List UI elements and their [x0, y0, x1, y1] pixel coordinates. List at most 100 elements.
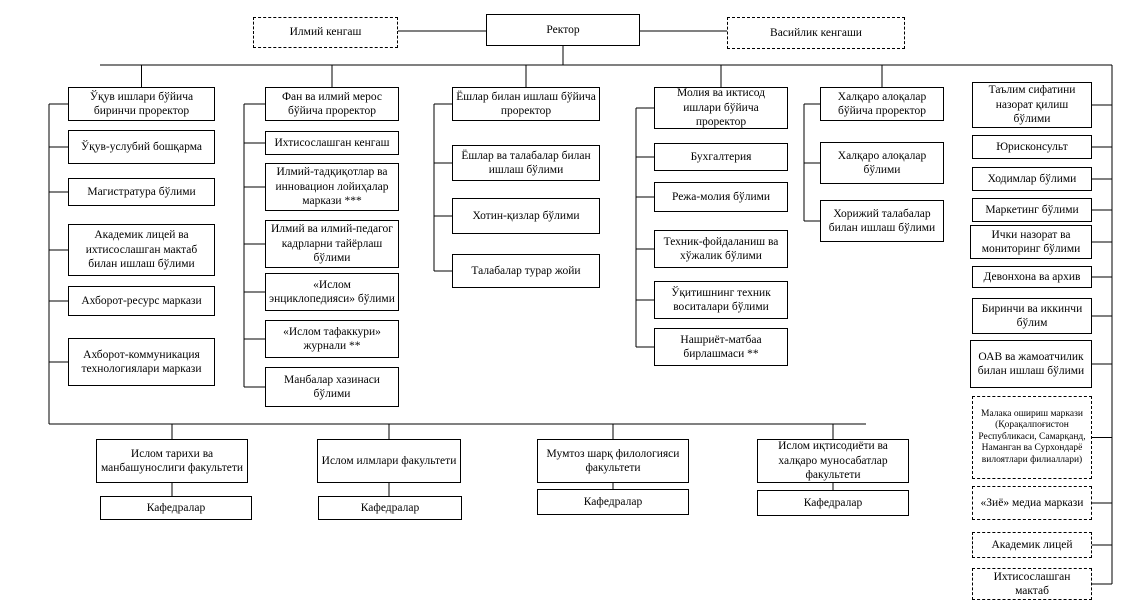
prorector-science: Фан ва илмий мерос бўйича проректор: [265, 87, 399, 121]
unit-academic-4: Ахборот-ресурс маркази: [68, 286, 215, 316]
unit-youth-2-label: Хотин-қизлар бўлими: [472, 209, 580, 222]
faculty-4: Ислом иқтисодиёти ва халқаро муносабатла…: [757, 439, 909, 483]
right-unit-6: Девонхона ва архив: [972, 266, 1092, 288]
unit-finance-3-label: Техник-фойдаланиш ва хўжалик бўлими: [663, 235, 779, 262]
departments-4: Кафедралар: [757, 490, 909, 516]
faculty-1-label: Ислом тарихи ва манбашунослиги факультет…: [100, 447, 244, 474]
unit-science-1: Ихтисослашган кенгаш: [265, 131, 399, 155]
unit-academic-3: Академик лицей ва ихтисослашган мактаб б…: [68, 224, 215, 276]
trustees-council-box-label: Васийлик кенгаши: [770, 26, 862, 39]
rector-box-label: Ректор: [546, 23, 580, 36]
faculty-2-label: Ислом илмлари факультети: [321, 454, 457, 467]
prorector-international-label: Халқаро алоқалар бўйича проректор: [837, 90, 927, 117]
unit-academic-3-label: Академик лицей ва ихтисослашган мактаб б…: [85, 229, 198, 271]
departments-3: Кафедралар: [537, 489, 689, 515]
prorector-international: Халқаро алоқалар бўйича проректор: [820, 87, 944, 121]
unit-finance-1-label: Бухгалтерия: [690, 150, 752, 163]
right-unit-7: Биринчи ва иккинчи бўлим: [972, 298, 1092, 334]
faculty-4-label: Ислом иқтисодиёти ва халқаро муносабатла…: [778, 440, 888, 482]
unit-science-1-label: Ихтисослашган кенгаш: [274, 136, 390, 149]
prorector-academic-label: Ўқув ишлари бўйича биринчи проректор: [89, 90, 194, 117]
departments-3-label: Кафедралар: [583, 495, 643, 508]
right-unit-10: «Зиё» медиа маркази: [972, 486, 1092, 520]
unit-youth-3-label: Талабалар турар жойи: [471, 264, 581, 277]
unit-academic-1: Ўқув-услубий бошқарма: [68, 130, 215, 164]
right-unit-2-label: Юрисконсульт: [996, 140, 1068, 153]
unit-science-2: Илмий-тадқиқотлар ва инновацион лойиҳала…: [265, 163, 399, 211]
right-unit-10-label: «Зиё» медиа маркази: [980, 496, 1084, 509]
unit-youth-1-label: Ёшлар ва талабалар билан ишлаш бўлими: [461, 149, 591, 176]
unit-youth-2: Хотин-қизлар бўлими: [452, 198, 600, 234]
right-unit-3-label: Ходимлар бўлими: [987, 172, 1077, 185]
unit-academic-2: Магистратура бўлими: [68, 178, 215, 206]
right-unit-4-label: Маркетинг бўлими: [985, 203, 1079, 216]
unit-finance-5-label: Нашриёт-матбаа бирлашмаси **: [680, 333, 762, 360]
unit-international-1: Халқаро алоқалар бўлими: [820, 142, 944, 184]
right-unit-2: Юрисконсульт: [972, 135, 1092, 159]
unit-finance-1: Бухгалтерия: [654, 143, 788, 171]
right-unit-12-label: Ихтисослашган мактаб: [993, 570, 1071, 597]
prorector-academic: Ўқув ишлари бўйича биринчи проректор: [68, 87, 215, 121]
right-unit-5: Ички назорат ва мониторинг бўлими: [970, 225, 1092, 259]
right-unit-8: ОАВ ва жамоатчилик билан ишлаш бўлими: [970, 340, 1092, 388]
unit-science-6: Манбалар хазинаси бўлими: [265, 367, 399, 407]
right-unit-6-label: Девонхона ва архив: [983, 270, 1081, 283]
unit-science-3-label: Илмий ва илмий-педагог кадрларни тайёрла…: [270, 223, 394, 265]
right-unit-7-label: Биринчи ва иккинчи бўлим: [981, 302, 1083, 329]
prorector-youth-label: Ёшлар билан ишлаш бўйича проректор: [456, 90, 596, 117]
unit-science-5: «Ислом тафаккури» журнали **: [265, 320, 399, 358]
faculty-3-label: Мумтоз шарқ филологияси факультети: [546, 447, 680, 474]
unit-science-4-label: «Ислом энциклопедияси» бўлими: [269, 278, 395, 305]
unit-science-2-label: Илмий-тадқиқотлар ва инновацион лойиҳала…: [275, 166, 389, 208]
unit-international-2: Хорижий талабалар билан ишлаш бўлими: [820, 200, 944, 242]
unit-finance-2: Режа-молия бўлими: [654, 182, 788, 212]
departments-2: Кафедралар: [318, 496, 462, 520]
right-unit-8-label: ОАВ ва жамоатчилик билан ишлаш бўлими: [977, 350, 1085, 377]
prorector-finance: Молия ва иктисод ишлари бўйича проректор: [654, 87, 788, 129]
right-unit-1: Таълим сифатини назорат қилиш бўлими: [972, 82, 1092, 128]
departments-1-label: Кафедралар: [146, 501, 206, 514]
prorector-science-label: Фан ва илмий мерос бўйича проректор: [281, 90, 383, 117]
right-unit-1-label: Таълим сифатини назорат қилиш бўлими: [988, 84, 1076, 126]
unit-finance-4: Ўқитишнинг техник воситалари бўлими: [654, 281, 788, 319]
unit-science-6-label: Манбалар хазинаси бўлими: [284, 373, 380, 400]
faculty-2: Ислом илмлари факультети: [317, 439, 461, 483]
right-unit-4: Маркетинг бўлими: [972, 198, 1092, 222]
unit-international-2-label: Хорижий талабалар билан ишлаш бўлими: [828, 207, 936, 234]
unit-academic-4-label: Ахборот-ресурс маркази: [81, 294, 202, 307]
unit-science-4: «Ислом энциклопедияси» бўлими: [265, 273, 399, 311]
faculty-1: Ислом тарихи ва манбашунослиги факультет…: [96, 439, 248, 483]
faculty-3: Мумтоз шарқ филологияси факультети: [537, 439, 689, 483]
prorector-finance-label: Молия ва иктисод ишлари бўйича проректор: [677, 87, 765, 129]
unit-international-1-label: Халқаро алоқалар бўлими: [837, 149, 927, 176]
scientific-council-box: Илмий кенгаш: [253, 17, 398, 48]
unit-academic-1-label: Ўқув-услубий бошқарма: [81, 140, 202, 153]
right-unit-9: Малака ошириш маркази (Қорақалпоғистон Р…: [972, 396, 1092, 479]
right-unit-11: Академик лицей: [972, 532, 1092, 558]
unit-youth-3: Талабалар турар жойи: [452, 254, 600, 288]
prorector-youth: Ёшлар билан ишлаш бўйича проректор: [452, 87, 600, 121]
unit-finance-5: Нашриёт-матбаа бирлашмаси **: [654, 328, 788, 366]
unit-finance-2-label: Режа-молия бўлими: [671, 190, 771, 203]
departments-2-label: Кафедралар: [360, 501, 420, 514]
unit-academic-5: Ахборот-коммуникация технологиялари марк…: [68, 338, 215, 386]
unit-finance-3: Техник-фойдаланиш ва хўжалик бўлими: [654, 230, 788, 268]
unit-youth-1: Ёшлар ва талабалар билан ишлаш бўлими: [452, 145, 600, 181]
unit-academic-2-label: Магистратура бўлими: [87, 185, 196, 198]
right-unit-11-label: Академик лицей: [991, 538, 1073, 551]
unit-finance-4-label: Ўқитишнинг техник воситалари бўлими: [671, 286, 771, 313]
right-unit-5-label: Ички назорат ва мониторинг бўлими: [981, 228, 1081, 255]
unit-science-3: Илмий ва илмий-педагог кадрларни тайёрла…: [265, 220, 399, 268]
trustees-council-box: Васийлик кенгаши: [727, 17, 905, 49]
right-unit-12: Ихтисослашган мактаб: [972, 568, 1092, 600]
right-unit-9-label: Малака ошириш маркази (Қорақалпоғистон Р…: [978, 409, 1086, 465]
unit-academic-5-label: Ахборот-коммуникация технологиялари марк…: [81, 348, 202, 375]
departments-4-label: Кафедралар: [803, 496, 863, 509]
scientific-council-box-label: Илмий кенгаш: [289, 26, 362, 39]
rector-box: Ректор: [486, 14, 640, 46]
departments-1: Кафедралар: [100, 496, 252, 520]
right-unit-3: Ходимлар бўлими: [972, 167, 1092, 191]
unit-science-5-label: «Ислом тафаккури» журнали **: [283, 325, 381, 352]
